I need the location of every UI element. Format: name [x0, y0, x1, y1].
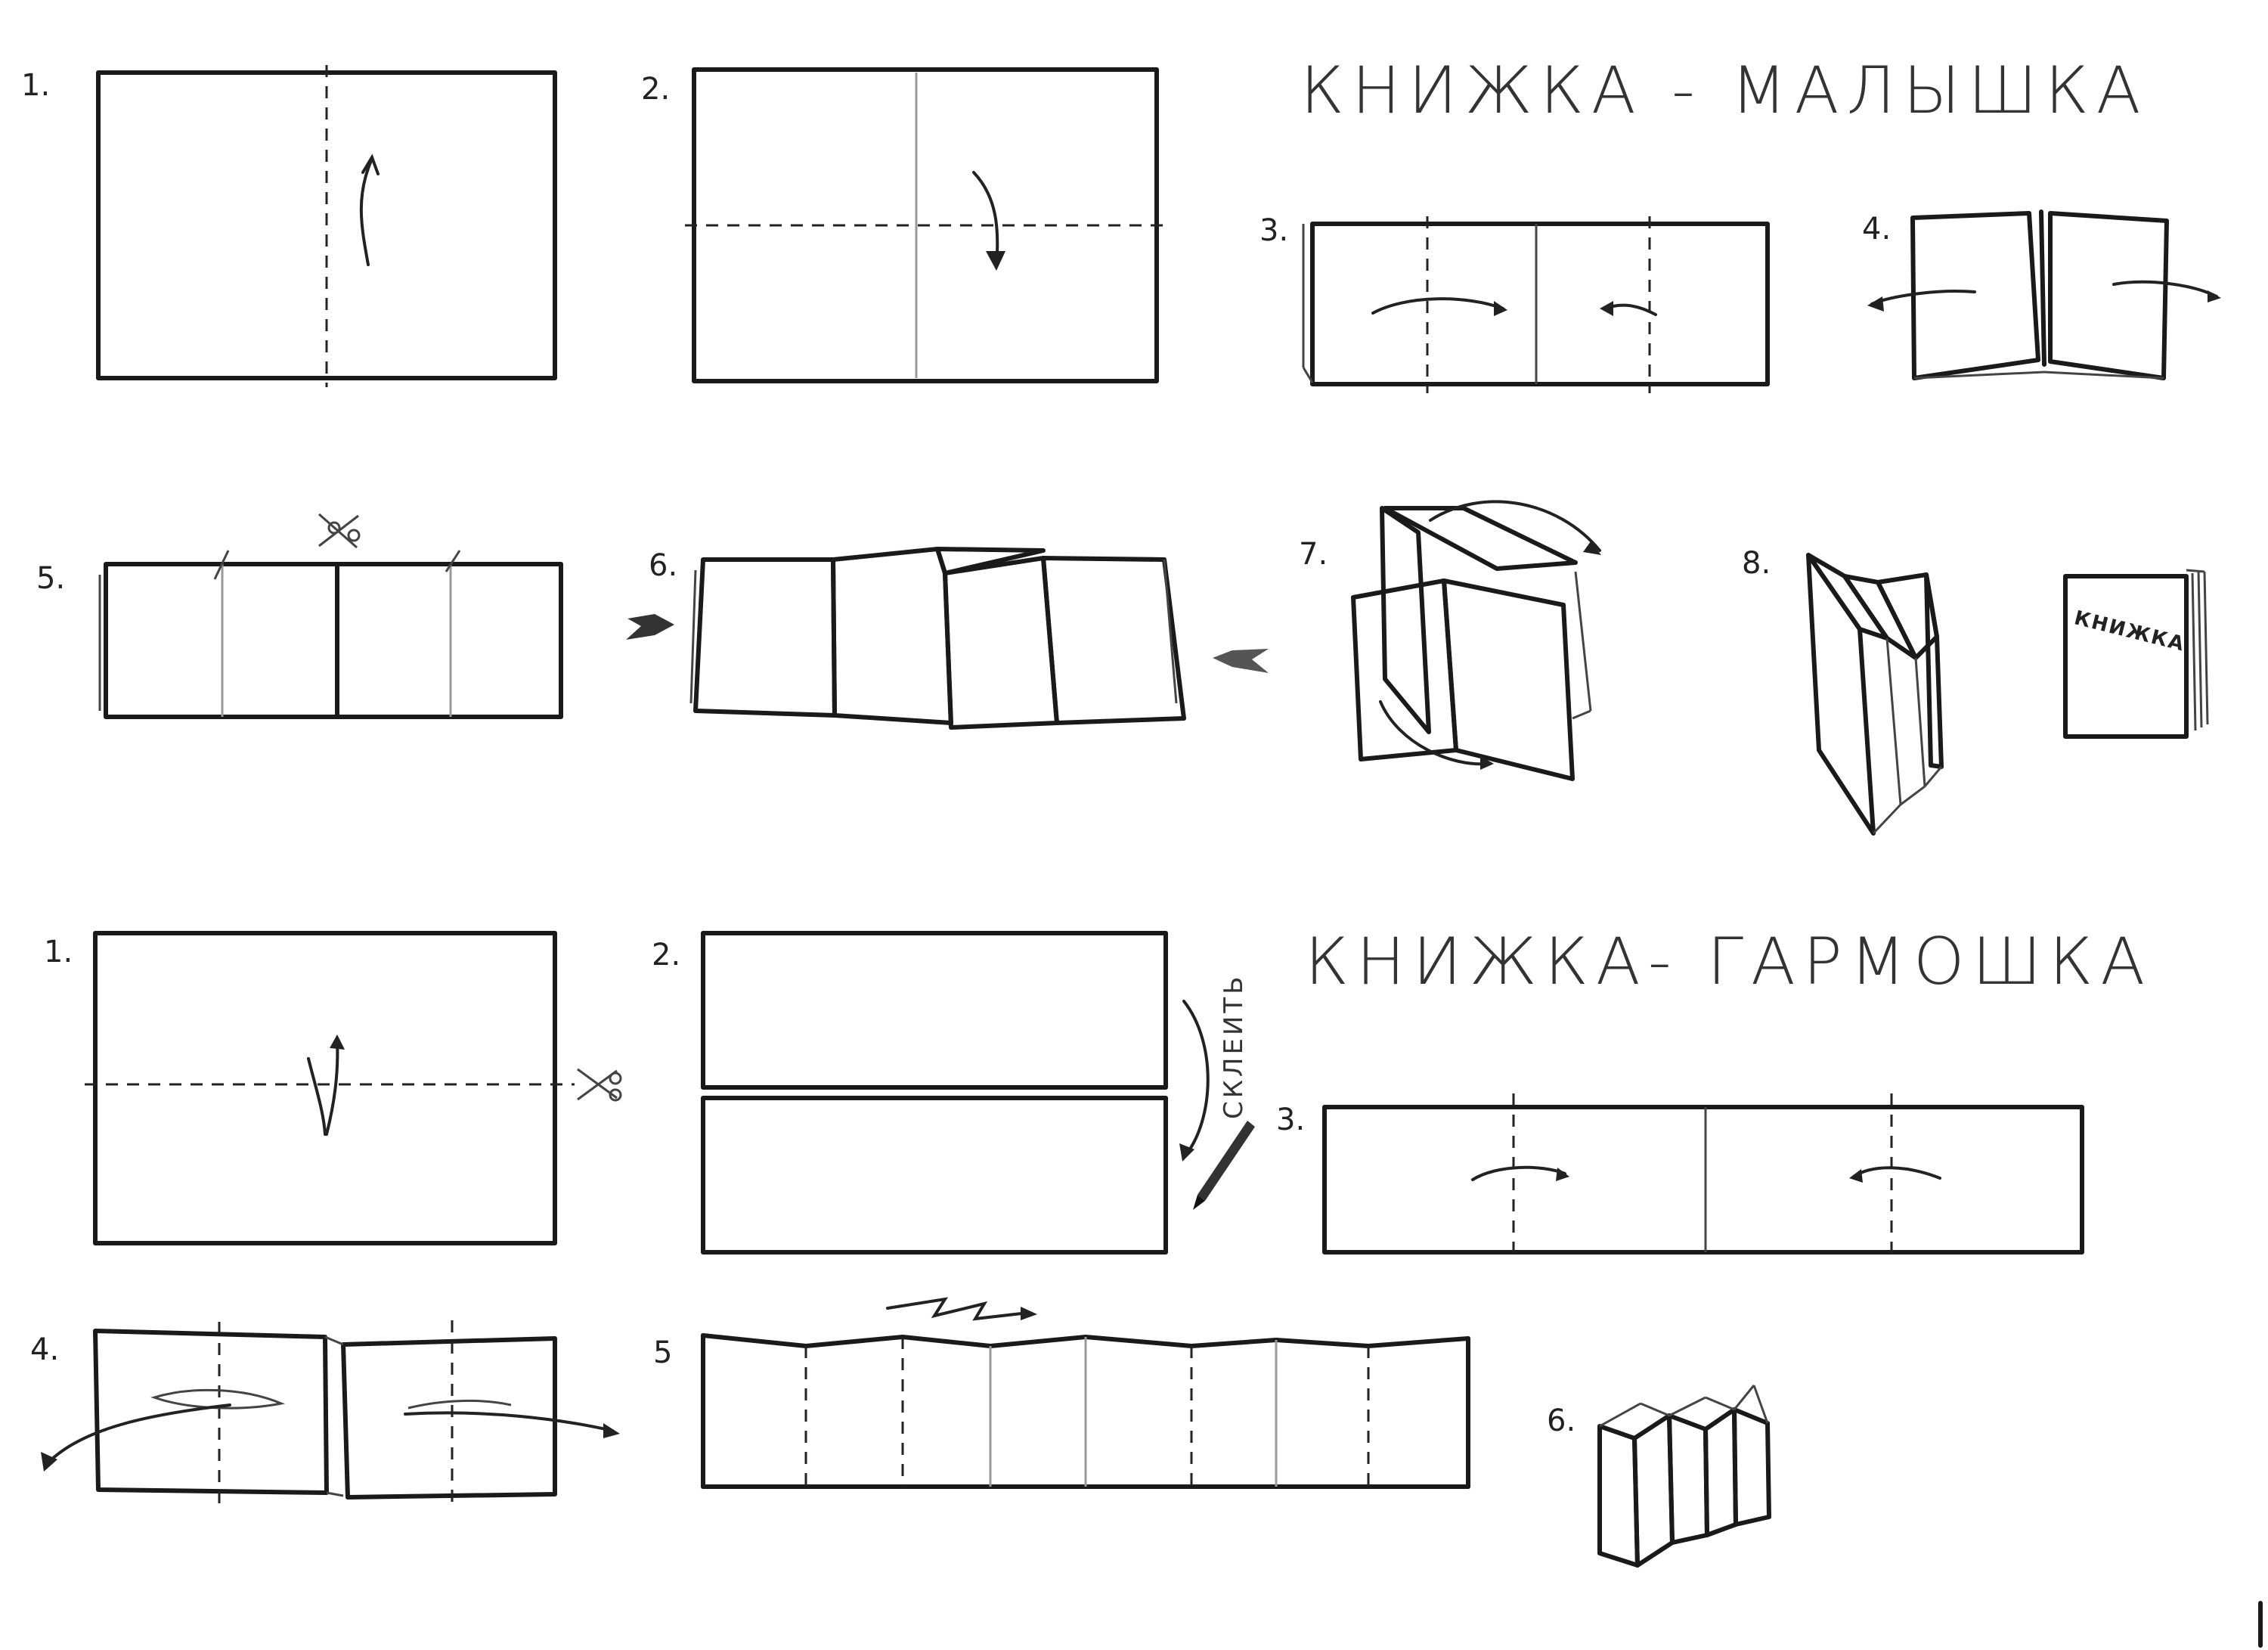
s2-step2-number: 2. — [652, 938, 681, 972]
s1-step8-number: 8. — [1742, 546, 1771, 581]
s1-step6-strip — [626, 547, 1269, 730]
fold-arrow-icon — [1371, 297, 1504, 315]
s1-step2-number: 2. — [641, 72, 671, 107]
s2-step1-sheet — [85, 931, 622, 1245]
s2-step3-strip — [1322, 1093, 2084, 1263]
fold-arrow-icon — [1471, 1165, 1566, 1181]
fold-arrow-icon — [47, 1403, 231, 1464]
s1-step3-number: 3. — [1259, 213, 1289, 248]
fold-arrow-icon — [1379, 700, 1489, 766]
s2-step2-strips — [701, 931, 1255, 1255]
fold-arrow-icon — [1429, 500, 1601, 552]
fold-arrow-icon — [307, 1057, 327, 1136]
fold-arrow-icon — [404, 1411, 614, 1432]
s2-step5-number: 5 — [653, 1335, 673, 1370]
s1-step3-strip — [1302, 216, 1770, 393]
s1-step5-number: 5. — [36, 561, 66, 596]
s1-step7-book — [1351, 500, 1601, 781]
s1-step7-number: 7. — [1299, 537, 1328, 572]
s1-step4-number: 4. — [1862, 212, 1892, 247]
s1-step8-books — [1806, 553, 1944, 836]
s2-step4-strip — [41, 1320, 620, 1508]
section2-title: КНИЖКА- ГАРМОШКА — [1305, 924, 2153, 1000]
zigzag-arrow-icon — [886, 1297, 1037, 1321]
s1-step2-sheet — [685, 67, 1167, 383]
s1-step5-strip — [98, 513, 563, 719]
s1-step1-number: 1. — [21, 68, 51, 103]
pencil-icon — [1193, 1121, 1255, 1210]
fold-arrow-icon — [1182, 1000, 1210, 1157]
s1-finished-book-cover — [2063, 569, 2209, 739]
s1-step6-number: 6. — [649, 548, 678, 583]
s2-step3-number: 3. — [1276, 1103, 1306, 1137]
section1-title: КНИЖКА - МАЛЫШКА — [1300, 53, 2149, 129]
fold-arrow-icon — [1870, 290, 1976, 305]
s2-step6-number: 6. — [1547, 1403, 1576, 1438]
fold-arrow-icon — [1852, 1166, 1941, 1180]
fold-arrow-icon — [359, 157, 373, 266]
scissors-icon — [577, 1068, 622, 1102]
s2-step6-accordion — [1597, 1385, 1771, 1568]
s1-step1-sheet — [96, 65, 557, 387]
s2-step1-number: 1. — [44, 935, 73, 969]
s2-step5-strip — [701, 1297, 1470, 1489]
compression-arrow-icon — [626, 614, 1269, 673]
s2-step4-number: 4. — [30, 1332, 60, 1367]
s1-step4-pages — [1867, 209, 2221, 380]
scissors-icon — [318, 513, 361, 549]
